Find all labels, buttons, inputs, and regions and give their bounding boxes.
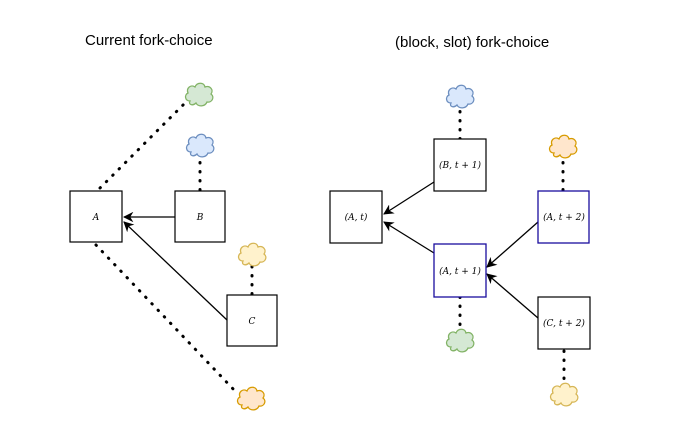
block-b-t1-label: (B, t + 1): [439, 160, 481, 171]
block-c-t2-label: (C, t + 2): [543, 318, 585, 329]
cloud-icon: [549, 382, 579, 407]
arrow-c2-to-a1: [486, 273, 539, 319]
left-diagram-title: Current fork-choice: [85, 32, 213, 49]
block-b-label: B: [196, 213, 204, 223]
arrow-b1-to-a0: [383, 181, 435, 215]
dotted-link-a-green: [98, 96, 192, 190]
dotted-link-a-orange: [94, 243, 238, 394]
block-c: [226, 294, 278, 347]
cloud-icon: [184, 82, 214, 107]
block-a-t1: [433, 243, 487, 298]
block-b-t1: [433, 138, 487, 192]
cloud-icon: [185, 133, 215, 158]
block-a-label: A: [92, 213, 100, 223]
right-diagram: (A, t) (B, t + 1) (A, t + 1) (A, t + 2) …: [329, 84, 591, 407]
block-c-t2: [537, 296, 591, 350]
block-a-t: [329, 190, 383, 244]
block-c-label: C: [249, 317, 256, 327]
block-a-t2-label: (A, t + 2): [543, 212, 585, 223]
cloud-icon: [236, 386, 266, 411]
cloud-icon: [548, 134, 578, 159]
arrow-a2-to-a1: [486, 221, 539, 268]
arrow-a1-to-a0: [383, 221, 435, 254]
cloud-icon: [237, 242, 267, 267]
cloud-icon: [445, 328, 475, 353]
block-a-t-label: (A, t): [345, 212, 368, 223]
left-diagram: A B C: [69, 82, 278, 411]
cloud-icon: [445, 84, 475, 109]
arrow-c-to-a: [123, 221, 228, 321]
block-b: [174, 190, 226, 243]
block-a: [69, 190, 123, 243]
block-a-t1-label: (A, t + 1): [439, 266, 481, 277]
block-a-t2: [537, 190, 590, 244]
right-diagram-title: (block, slot) fork-choice: [395, 34, 550, 51]
